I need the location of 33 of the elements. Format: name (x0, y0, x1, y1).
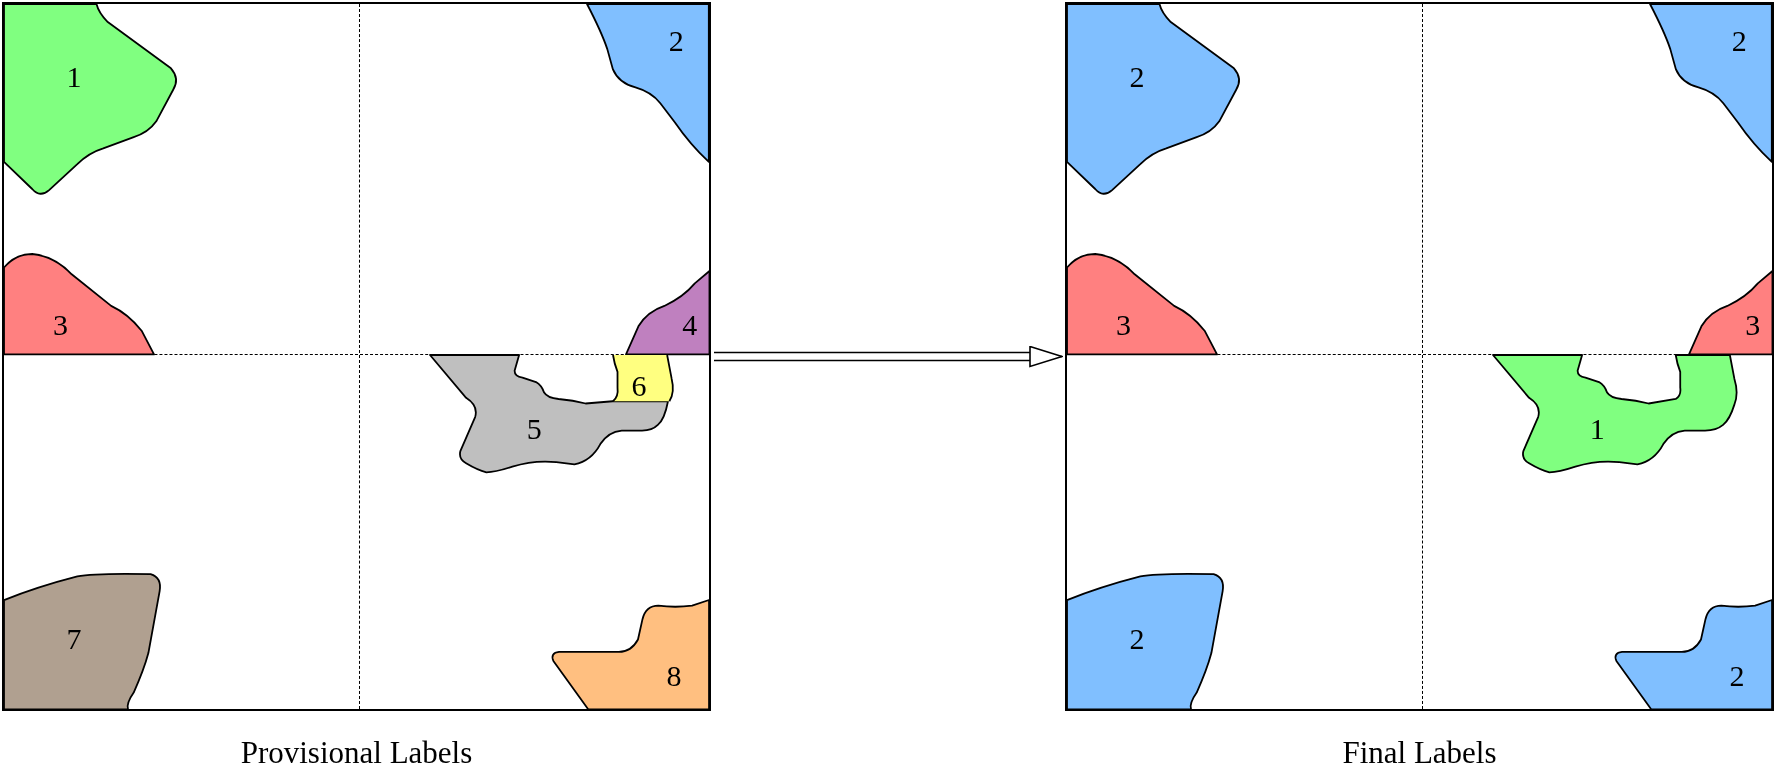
region-shape (1612, 599, 1772, 709)
region-shape (1067, 4, 1243, 198)
panel-caption: Provisional Labels (239, 735, 474, 771)
region-shape (430, 354, 669, 473)
region-label: 5 (526, 414, 542, 445)
region-label: 4 (682, 310, 698, 341)
region-shape (1650, 4, 1772, 162)
region-label: 2 (1129, 624, 1145, 655)
region-label: 2 (1129, 62, 1145, 93)
region-label: 8 (666, 661, 682, 692)
region-label: 3 (1115, 310, 1131, 341)
region-label: 2 (668, 26, 684, 57)
region-shape (549, 599, 709, 709)
region-shape (4, 4, 180, 198)
region-shape (1067, 572, 1225, 709)
region-shape (1067, 254, 1217, 355)
region-shape (625, 271, 709, 355)
region-label: 2 (1731, 26, 1747, 57)
double-arrow (713, 345, 1063, 368)
region-shape (4, 254, 154, 355)
region-label: 6 (631, 371, 647, 402)
panel-caption: Final Labels (1341, 735, 1498, 771)
region-shape (1688, 271, 1772, 355)
region-label: 1 (1589, 414, 1605, 445)
region-shape (1493, 354, 1740, 473)
region-shape (4, 572, 162, 709)
region-label: 1 (66, 62, 82, 93)
region-shape (587, 4, 709, 162)
region-shape (613, 354, 676, 402)
region-label: 2 (1729, 661, 1745, 692)
region-label: 3 (1745, 310, 1761, 341)
region-label: 7 (66, 624, 82, 655)
region-label: 3 (52, 310, 68, 341)
